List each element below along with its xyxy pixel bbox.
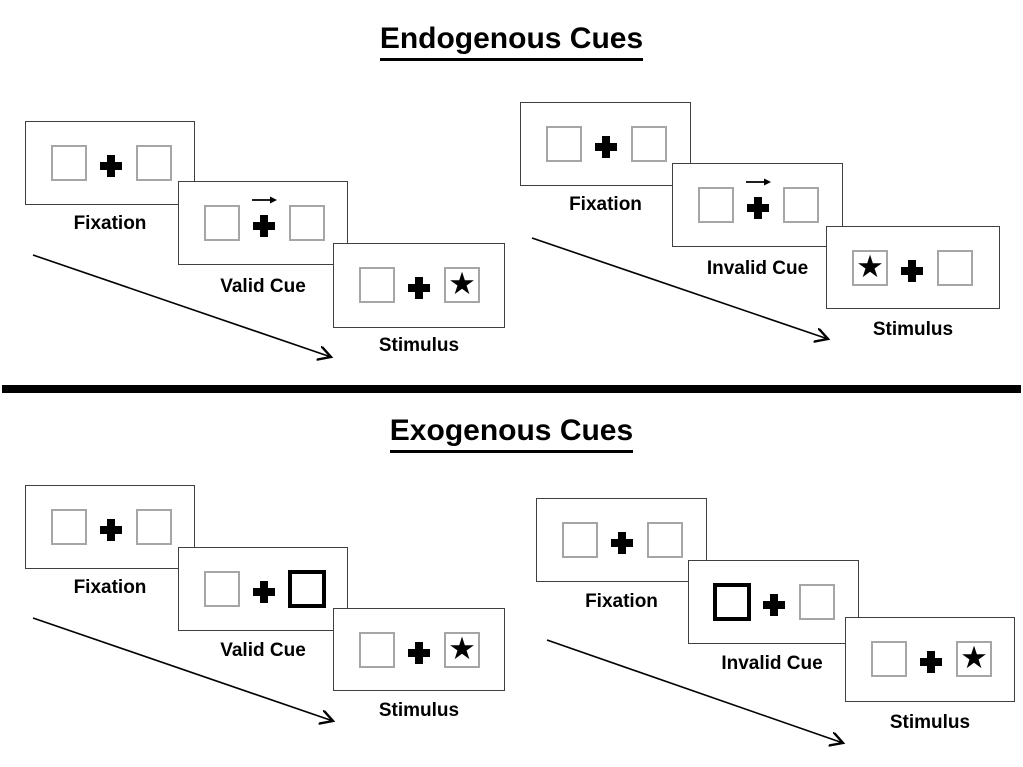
stimulus-box-right: ★ <box>444 267 480 303</box>
placeholder-box-right <box>937 250 973 286</box>
title-endogenous: Endogenous Cues <box>0 22 1023 61</box>
placeholder-box-left <box>51 145 87 181</box>
cue-highlight-box-right <box>288 570 326 608</box>
star-icon: ★ <box>448 631 476 666</box>
placeholder-box-right <box>631 126 667 162</box>
fixation-cross-icon <box>595 136 617 158</box>
label-fixation: Fixation <box>569 194 642 215</box>
cue-arrow-right-icon <box>746 178 771 186</box>
cue-arrow-right-icon <box>252 196 277 204</box>
fixation-cross-icon <box>100 155 122 177</box>
star-icon: ★ <box>856 249 884 284</box>
placeholder-box-left <box>204 571 240 607</box>
timeline-arrow <box>531 237 837 347</box>
panel-exogenous-valid-stimulus: ★ <box>333 608 505 691</box>
section-divider-line <box>2 385 1021 393</box>
stimulus-box-right: ★ <box>956 641 992 677</box>
fixation-cross-icon <box>901 260 923 282</box>
panel-exogenous-valid-fixation <box>25 485 195 569</box>
label-stimulus: Stimulus <box>378 700 460 721</box>
fixation-cross-icon <box>408 642 430 664</box>
panel-exogenous-invalid-cue <box>688 560 859 644</box>
fixation-cross-icon <box>408 277 430 299</box>
label-valid-cue: Valid Cue <box>220 640 306 661</box>
panel-exogenous-invalid-stimulus: ★ <box>845 617 1015 702</box>
placeholder-box-left <box>359 267 395 303</box>
placeholder-box-right <box>647 522 683 558</box>
placeholder-box-right <box>799 584 835 620</box>
panel-endogenous-invalid-cue <box>672 163 843 247</box>
placeholder-box-left <box>51 509 87 545</box>
label-stimulus: Stimulus <box>889 712 971 733</box>
fixation-cross-icon <box>763 594 785 616</box>
label-stimulus: Stimulus <box>378 335 460 356</box>
label-valid-cue: Valid Cue <box>220 276 306 297</box>
title-exogenous: Exogenous Cues <box>0 414 1023 453</box>
placeholder-box-right <box>783 187 819 223</box>
placeholder-box-left <box>698 187 734 223</box>
placeholder-box-left <box>204 205 240 241</box>
star-icon: ★ <box>448 266 476 301</box>
placeholder-box-left <box>359 632 395 668</box>
fixation-cross-icon <box>747 197 769 219</box>
fixation-cross-icon <box>920 651 942 673</box>
stimulus-box-left: ★ <box>852 250 888 286</box>
panel-endogenous-valid-stimulus: ★ <box>333 243 505 328</box>
fixation-cross-icon <box>253 581 275 603</box>
placeholder-box-left <box>562 522 598 558</box>
star-icon: ★ <box>960 640 988 675</box>
label-invalid-cue: Invalid Cue <box>721 653 823 674</box>
title-exogenous-text: Exogenous Cues <box>389 414 634 453</box>
placeholder-box-right <box>136 145 172 181</box>
label-fixation: Fixation <box>73 213 147 234</box>
stimulus-box-right: ★ <box>444 632 480 668</box>
fixation-cross-icon <box>100 519 122 541</box>
timeline-arrow <box>546 639 850 749</box>
fixation-cross-icon <box>611 532 633 554</box>
panel-endogenous-invalid-fixation <box>520 102 691 186</box>
panel-exogenous-valid-cue <box>178 547 348 631</box>
placeholder-box-left <box>871 641 907 677</box>
placeholder-box-right <box>289 205 325 241</box>
cue-highlight-box-left <box>713 583 751 621</box>
panel-endogenous-valid-cue <box>178 181 348 265</box>
timeline-arrow <box>32 254 340 364</box>
panel-endogenous-invalid-stimulus: ★ <box>826 226 1000 309</box>
panel-exogenous-invalid-fixation <box>536 498 707 582</box>
label-stimulus: Stimulus <box>872 319 954 340</box>
timeline-arrow <box>32 617 340 728</box>
fixation-cross-icon <box>253 215 275 237</box>
placeholder-box-left <box>546 126 582 162</box>
label-invalid-cue: Invalid Cue <box>706 258 809 279</box>
label-fixation: Fixation <box>585 591 658 612</box>
placeholder-box-right <box>136 509 172 545</box>
panel-endogenous-valid-fixation <box>25 121 195 205</box>
title-endogenous-text: Endogenous Cues <box>379 22 644 61</box>
label-fixation: Fixation <box>73 577 147 598</box>
